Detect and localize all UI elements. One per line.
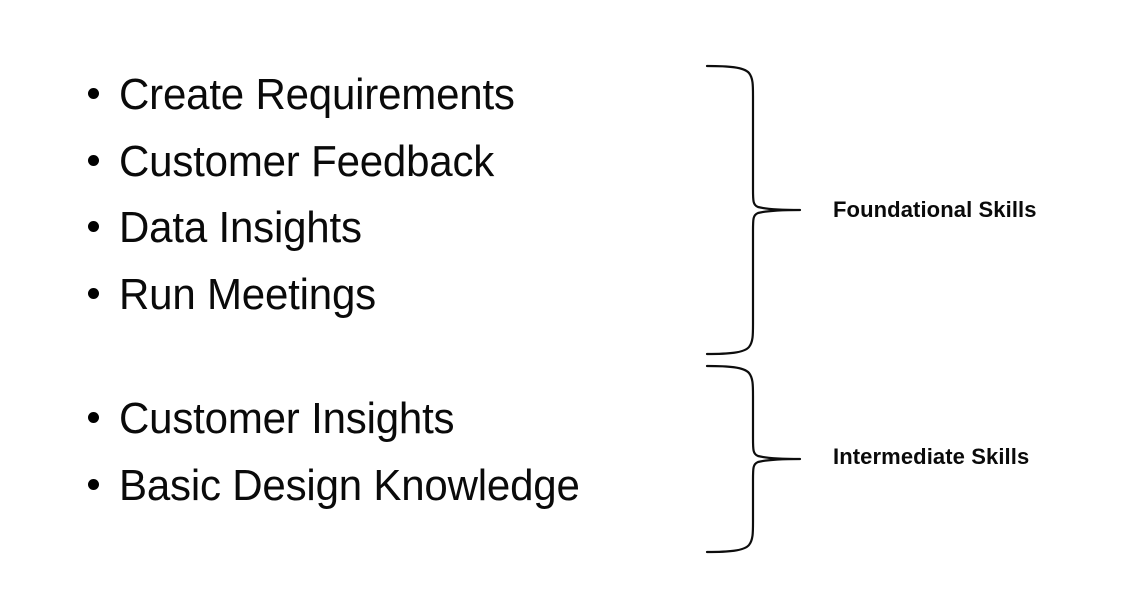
list-item-label: Customer Feedback [119, 136, 495, 186]
list-item: Create Requirements [88, 73, 533, 140]
list-item: Customer Insights [88, 397, 601, 464]
bullet-group-foundational: Create Requirements Customer Feedback Da… [88, 73, 533, 339]
bullet-dot-icon [88, 221, 99, 232]
group-label-foundational: Foundational Skills [833, 197, 1037, 222]
list-item-label: Run Meetings [119, 269, 376, 319]
list-item: Run Meetings [88, 269, 533, 340]
list-item: Customer Feedback [88, 136, 533, 207]
list-item: Data Insights [88, 206, 533, 273]
bullet-dot-icon [88, 287, 99, 299]
curly-brace-intermediate-icon [705, 364, 802, 554]
bullet-dot-icon [88, 412, 99, 423]
curly-brace-foundational-icon [705, 64, 802, 356]
list-item-label: Customer Insights [119, 394, 455, 443]
bullet-dot-icon [88, 478, 99, 490]
list-item-label: Data Insights [119, 203, 362, 252]
bullet-dot-icon [88, 88, 99, 99]
bullet-dot-icon [88, 154, 99, 166]
list-item: Basic Design Knowledge [88, 460, 601, 531]
group-label-intermediate: Intermediate Skills [833, 444, 1030, 469]
bullet-group-intermediate: Customer Insights Basic Design Knowledge [88, 397, 601, 530]
list-item-label: Create Requirements [119, 70, 515, 119]
list-item-label: Basic Design Knowledge [119, 460, 580, 510]
